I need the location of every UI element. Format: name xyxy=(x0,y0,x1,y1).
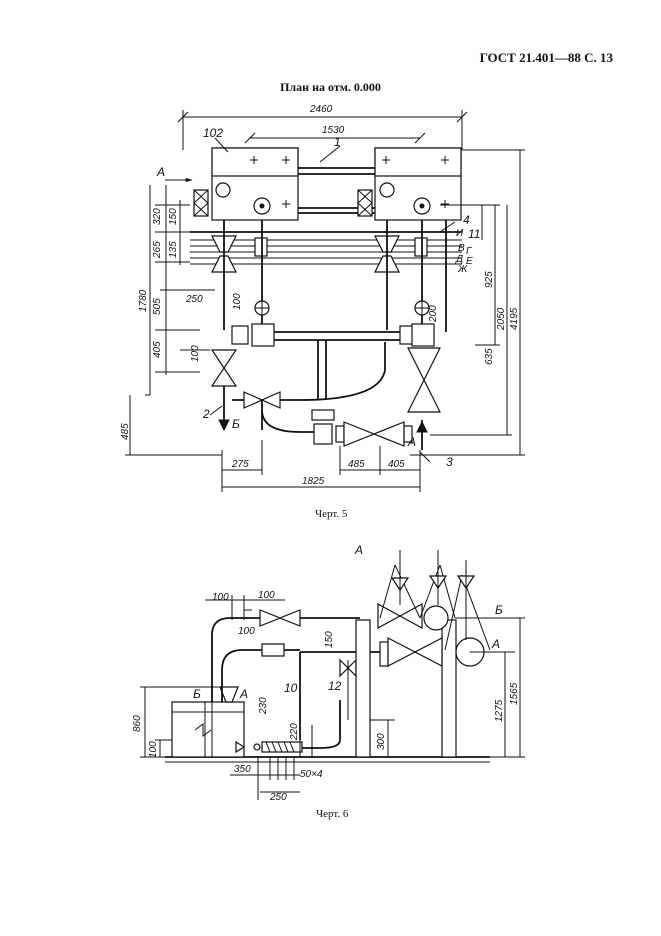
fig6-label-A-left: А xyxy=(239,687,248,701)
fig5-label-2: 2 xyxy=(202,407,210,421)
fig5-dim-320: 320 xyxy=(152,208,163,225)
fig5-dim-635: 635 xyxy=(484,348,495,365)
fig5-dim-485a: 485 xyxy=(120,423,131,440)
fig5-dim-1780: 1780 xyxy=(138,289,149,312)
fig5-dim-2050: 2050 xyxy=(496,307,507,331)
fig6-dim-350: 350 xyxy=(234,764,251,775)
fig6-dim-1275: 1275 xyxy=(494,699,505,722)
fig6-dim-100d: 100 xyxy=(148,741,159,758)
fig5-label-A-view: А xyxy=(156,165,165,179)
fig5-label-11: 11 xyxy=(468,227,480,241)
fig5-dim-4195: 4195 xyxy=(509,307,520,330)
fig6-dim-1565: 1565 xyxy=(509,682,520,705)
fig6-dim-100c: 100 xyxy=(238,626,255,637)
fig5-dim-150: 150 xyxy=(168,208,179,225)
fig5-dim-265: 265 xyxy=(152,241,163,259)
fig6-dim-300: 300 xyxy=(376,733,387,750)
fig5-dim-1530: 1530 xyxy=(322,125,345,136)
fig5-dim-100b: 100 xyxy=(190,345,201,362)
fig5-label-G: Г xyxy=(466,246,473,257)
fig5-dim-405b: 405 xyxy=(388,459,405,470)
fig5-label-102: 102 xyxy=(203,126,223,140)
fig5-dim-135: 135 xyxy=(168,241,179,258)
figure-5-plan: 2460 1530 320 150 265 135 505 1780 250 1… xyxy=(120,104,525,492)
fig6-dim-250: 250 xyxy=(269,792,287,803)
fig5-label-E: Е xyxy=(466,256,473,267)
fig6-label-B-left: Б xyxy=(193,687,201,701)
page-header: ГОСТ 21.401—88 С. 13 xyxy=(479,50,613,65)
fig5-dim-505: 505 xyxy=(152,298,163,315)
fig5-label-D: Д xyxy=(455,254,463,265)
fig6-dim-50x4: 50×4 xyxy=(300,769,323,780)
figure-5-caption: Черт. 5 xyxy=(315,508,348,520)
fig5-label-V: В xyxy=(458,243,465,254)
fig5-label-A: А xyxy=(407,435,416,449)
fig6-label-A-right: А xyxy=(491,637,500,651)
fig6-dim-100a: 100 xyxy=(212,592,229,603)
fig5-label-3: 3 xyxy=(446,455,453,469)
fig5-dim-405a: 405 xyxy=(152,341,163,358)
fig5-dim-275: 275 xyxy=(231,459,249,470)
fig5-dim-200: 200 xyxy=(428,305,439,323)
fig6-label-12: 12 xyxy=(328,679,342,693)
fig6-dim-100b: 100 xyxy=(258,590,275,601)
fig5-dim-925: 925 xyxy=(484,271,495,288)
figure-6-caption: Черт. 6 xyxy=(316,808,349,820)
figure-6-view: А 100 100 100 150 860 100 230 220 300 35… xyxy=(132,543,525,803)
fig6-label-10: 10 xyxy=(284,681,298,695)
fig6-label-B-right: Б xyxy=(495,603,503,617)
fig5-dim-100a: 100 xyxy=(232,293,243,310)
fig5-label-4: 4 xyxy=(463,213,470,227)
fig5-dim-2460: 2460 xyxy=(309,104,333,115)
fig6-dim-860: 860 xyxy=(132,715,143,732)
fig6-dim-150: 150 xyxy=(324,631,335,648)
fig5-label-B: Б xyxy=(232,417,240,431)
fig6-title: А xyxy=(354,543,363,557)
fig5-label-1: 1 xyxy=(334,135,341,149)
fig5-label-Zh: Ж xyxy=(457,264,468,275)
fig5-dim-485b: 485 xyxy=(348,459,365,470)
fig5-label-I: И xyxy=(456,228,464,239)
figure-5-title: План на отм. 0.000 xyxy=(280,80,381,94)
fig5-dim-250: 250 xyxy=(185,294,203,305)
fig6-dim-230: 230 xyxy=(258,697,269,715)
fig6-dim-220: 220 xyxy=(289,723,300,741)
fig5-dim-1825: 1825 xyxy=(302,476,325,487)
